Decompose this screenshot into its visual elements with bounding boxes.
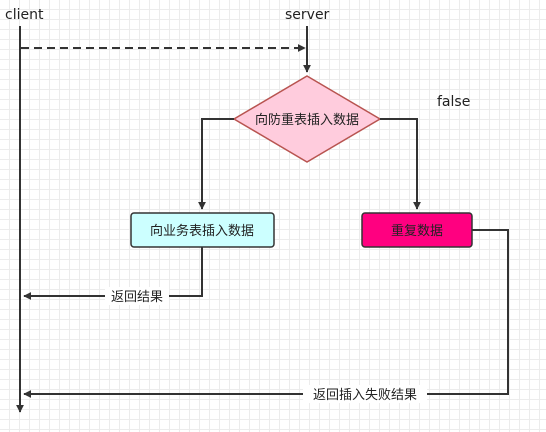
return-result-label-bg	[105, 287, 169, 305]
false-branch-connector	[380, 118, 421, 210]
server-label: server	[285, 7, 330, 23]
false-branch-label: false	[437, 94, 470, 110]
decision-label: 向防重表插入数据	[255, 112, 359, 128]
return-result-connector	[23, 247, 203, 300]
return-result-label: 返回结果	[111, 290, 163, 305]
return-failure-connector	[23, 229, 509, 398]
decision-diamond	[232, 75, 382, 163]
insert-business-table-label: 向业务表插入数据	[150, 223, 254, 239]
duplicate-data-label: 重复数据	[391, 223, 443, 239]
return-failure-label-bg	[303, 385, 427, 403]
true-branch-connector	[198, 118, 234, 210]
client-label: client	[5, 7, 44, 23]
return-failure-label: 返回插入失败结果	[313, 388, 417, 403]
